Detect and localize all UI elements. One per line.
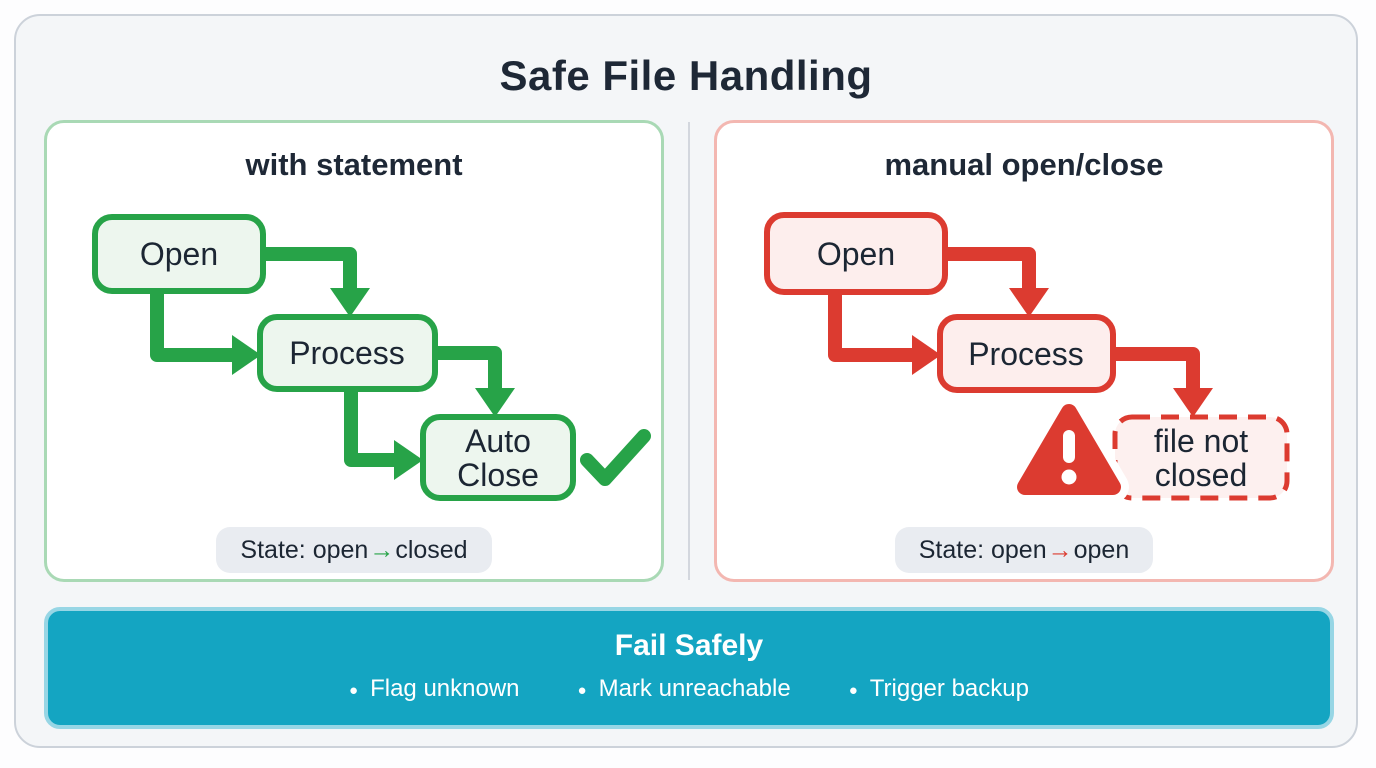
- manual-flowchart: Open Process file not closed: [764, 212, 1290, 503]
- arrow-open-down-right: [828, 292, 914, 362]
- page-title: Safe File Handling: [499, 52, 873, 99]
- state-arrow-icon: →: [369, 536, 395, 564]
- panel-manual-open-close: manual open/close Open Process: [714, 120, 1334, 582]
- node-process: [937, 314, 1116, 393]
- banner-title: Fail Safely: [614, 629, 764, 662]
- node-error-label-line2: closed: [1155, 457, 1248, 493]
- panel-with-statement: with statement Open: [44, 120, 664, 582]
- banner-bullet-list: ● Flag unknown ● Mark unreachable ● Trig…: [48, 675, 1330, 703]
- state-result: open: [1073, 536, 1130, 564]
- arrowhead-into-process-left: [232, 335, 261, 375]
- node-process: [257, 314, 438, 392]
- state-badge-manual: State: open→open: [894, 527, 1154, 573]
- node-error-label-line1: file not: [1154, 423, 1248, 459]
- arrowhead-into-error-top: [1173, 388, 1213, 417]
- panel-with-statement-title: with statement: [245, 147, 463, 182]
- node-auto-close-label-line2: Close: [457, 457, 539, 493]
- state-result: closed: [395, 536, 468, 564]
- node-process-label: Process: [968, 336, 1084, 372]
- bullet-label: Flag unknown: [370, 675, 520, 702]
- arrowhead-into-process-top: [330, 288, 370, 317]
- checkmark-icon: [580, 429, 651, 486]
- arrow-process-right-down: [435, 346, 502, 391]
- state-arrow-icon: →: [1047, 536, 1073, 564]
- arrow-open-down-right: [150, 291, 234, 362]
- bullet-trigger-backup: ● Trigger backup: [849, 675, 1029, 703]
- node-open: [764, 212, 948, 295]
- arrowhead-into-autoclose-left: [394, 440, 423, 480]
- node-open-label: Open: [817, 236, 895, 272]
- diagram-container: Safe File Handling with statement: [14, 14, 1358, 748]
- bullet-dot-icon: ●: [349, 681, 359, 699]
- warning-icon-exclamation-dot: [1061, 469, 1077, 485]
- arrowhead-into-autoclose-top: [475, 388, 515, 417]
- bullet-label: Mark unreachable: [598, 675, 791, 702]
- state-badge-with: State: open→closed: [216, 527, 492, 573]
- bullet-mark-unreachable: ● Mark unreachable: [578, 675, 791, 703]
- warning-icon-exclamation-bar: [1063, 430, 1075, 463]
- node-auto-close-label-line1: Auto: [465, 423, 531, 459]
- bullet-dot-icon: ●: [577, 681, 587, 699]
- bullet-label: Trigger backup: [869, 675, 1029, 702]
- panel-manual-title: manual open/close: [884, 147, 1164, 182]
- arrowhead-into-process-left: [912, 335, 941, 375]
- state-text: State: open: [240, 536, 369, 564]
- panel-divider: [688, 122, 690, 580]
- bullet-dot-icon: ●: [848, 681, 858, 699]
- arrow-open-right-down: [945, 247, 1036, 291]
- node-open: [92, 214, 266, 294]
- with-statement-flowchart: Open Process Auto Close: [92, 214, 651, 501]
- bullet-flag-unknown: ● Flag unknown: [349, 675, 520, 703]
- node-file-not-closed: [1112, 414, 1290, 501]
- node-process-label: Process: [289, 335, 405, 371]
- arrow-process-right-down: [1113, 347, 1200, 391]
- fail-safely-banner: Fail Safely ● Flag unknown ● Mark unreac…: [44, 607, 1334, 729]
- node-open-label: Open: [140, 236, 218, 272]
- arrowhead-into-process-top: [1009, 288, 1049, 317]
- state-text: State: open: [918, 536, 1047, 564]
- warning-icon: [1009, 396, 1129, 503]
- arrow-process-down-right: [344, 389, 397, 467]
- node-auto-close: [420, 414, 576, 501]
- arrow-open-right-down: [263, 247, 357, 291]
